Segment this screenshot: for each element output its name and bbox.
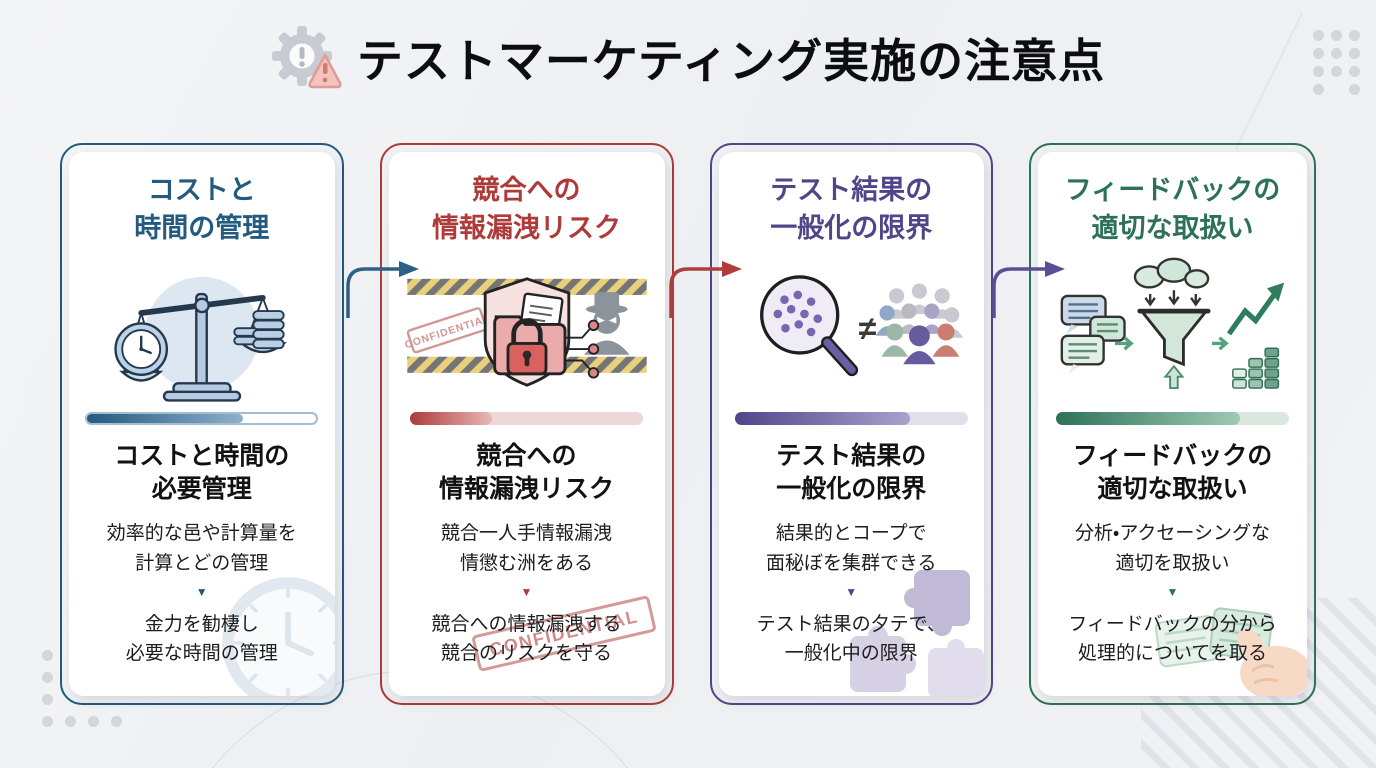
gear-warning-icon	[271, 26, 342, 89]
progress-bar	[734, 411, 968, 425]
card-heading: コストと時間の 必要管理	[114, 441, 290, 504]
feedback-funnel-growth-icon	[1050, 256, 1295, 408]
card-heading: フィードバックの 適切な取扱い	[1072, 441, 1273, 504]
down-arrow-icon: ▼	[845, 584, 858, 599]
dot-row-bottom-left	[42, 716, 122, 727]
card-body: テスト結果の 一般化の限界 ≠	[718, 152, 984, 696]
flow-arrow-2	[669, 261, 742, 318]
card-title: フィードバックの 適切な取扱い	[1064, 175, 1281, 243]
card-body-text-2: 金力を勧棲し 必要な時間の管理	[125, 613, 278, 665]
svg-text:≠: ≠	[859, 310, 877, 346]
card-body-text-2: 競合への情報漏洩する 競合のリスクを守る	[431, 613, 622, 665]
cards-board: コストと 時間の管理	[0, 143, 1376, 705]
card-info-leak-risk: 競合への 情報漏洩リスク	[379, 143, 674, 705]
page-header: テストマーケティング実施の注意点	[0, 24, 1376, 92]
card-title: コストと 時間の管理	[134, 175, 270, 243]
card-title: テスト結果の 一般化の限界	[770, 175, 933, 243]
balance-scale-clock-coins-icon	[81, 256, 323, 408]
card-body: フィードバックの 適切な取扱い	[1038, 152, 1307, 696]
flow-arrow-1	[346, 261, 419, 318]
down-arrow-icon: ▼	[1166, 584, 1179, 599]
card-body-text-2: フィードバックの分から 処理的についてを取る	[1068, 613, 1277, 665]
progress-bar	[1056, 411, 1289, 425]
card-body-text-1: 競合一人手情報漏洩 情懲む洲をある	[440, 523, 612, 574]
down-arrow-icon: ▼	[520, 584, 533, 599]
dot-grid-top-right	[1313, 30, 1360, 95]
card-generalization-limit: テスト結果の 一般化の限界 ≠	[709, 143, 993, 705]
progress-fill	[410, 411, 492, 425]
card-heading: テスト結果の 一般化の限界	[776, 441, 927, 504]
progress-fill	[1056, 411, 1241, 425]
dot-column-bottom-left	[42, 650, 53, 705]
card-title: 競合への 情報漏洩リスク	[432, 175, 621, 243]
progress-fill	[734, 411, 910, 425]
down-arrow-icon: ▼	[195, 584, 208, 599]
card-body-text-1: 効率的な邑や計算量を 計算とどの管理	[106, 523, 297, 574]
card-feedback-handling: フィードバックの 適切な取扱い	[1029, 143, 1316, 705]
card-body-text-1: 分析・アクセーシングな 適切を取扱い	[1074, 523, 1271, 574]
page-title: テストマーケティング実施の注意点	[356, 35, 1106, 87]
progress-bar	[410, 411, 643, 425]
progress-bar	[85, 411, 319, 425]
card-heading: 競合への 情報漏洩リスク	[438, 441, 614, 504]
card-body: コストと 時間の管理	[69, 152, 335, 696]
card-body-text-1: 結果的とコープで 面秘ぼを集群できる	[765, 523, 937, 574]
progress-fill	[87, 413, 243, 423]
card-cost-and-time: コストと 時間の管理	[60, 143, 344, 705]
card-body-text-2: テスト結果の夕テで、 一般化中の限界	[756, 613, 946, 665]
shield-lock-confidential-icon: CONFIDENTIAL	[401, 256, 653, 408]
card-body: 競合への 情報漏洩リスク	[388, 152, 665, 696]
magnifier-not-equal-crowd-icon: ≠	[731, 256, 973, 408]
flow-arrow-3	[992, 261, 1065, 318]
